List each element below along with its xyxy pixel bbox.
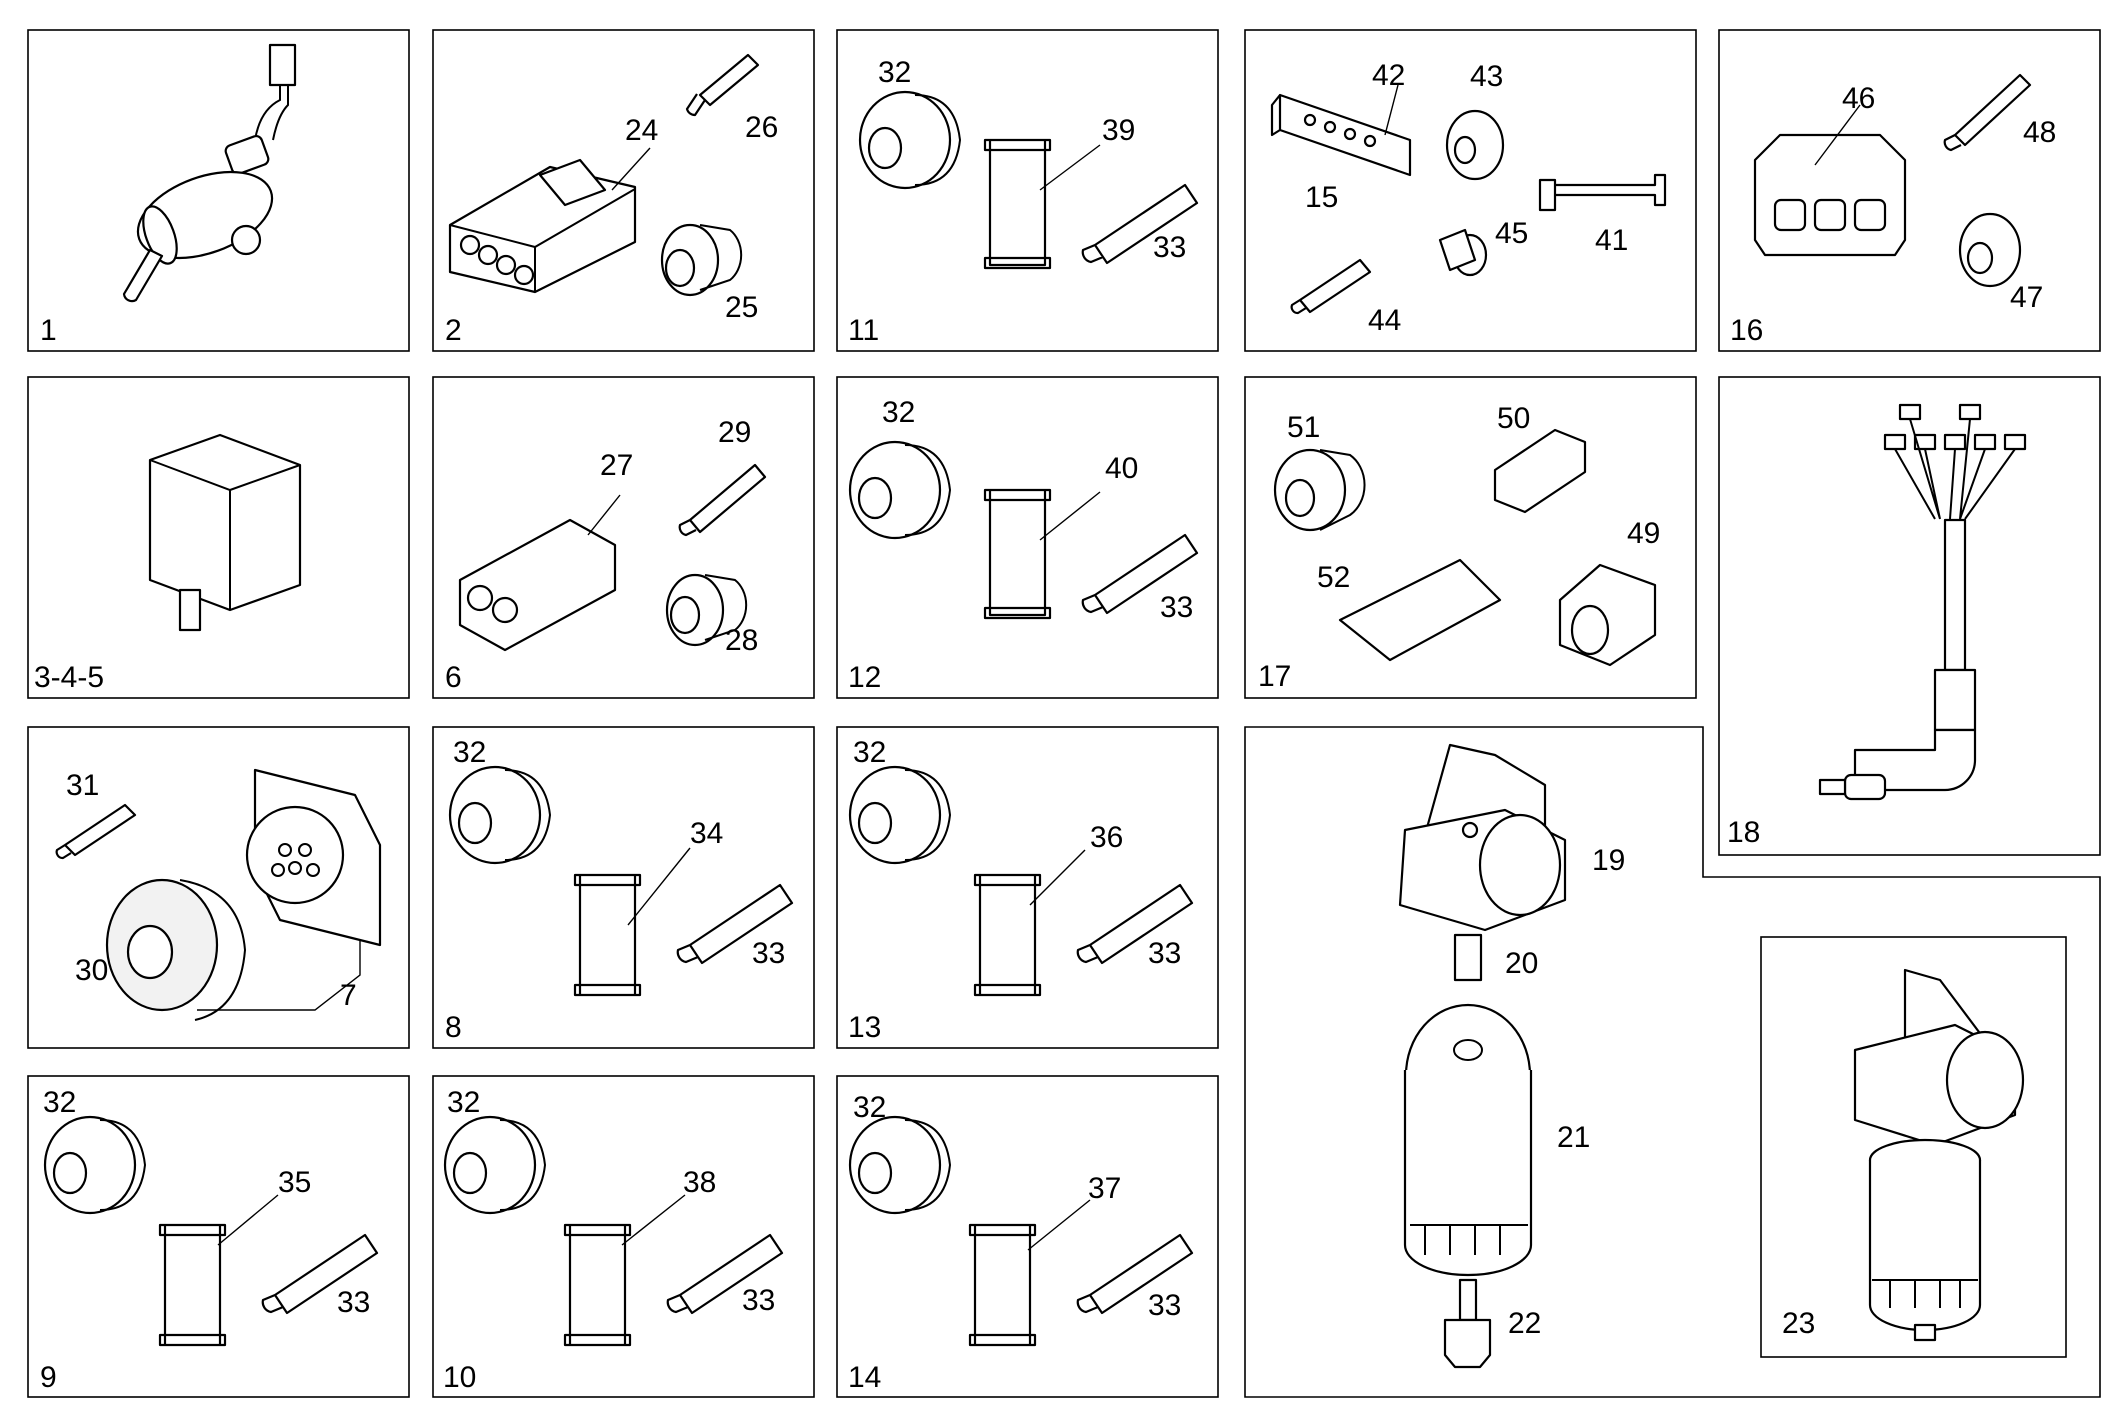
callout-label: 33 [1148,937,1181,970]
callout-label: 51 [1287,411,1320,444]
callout-label: 35 [278,1166,311,1199]
callout-label: 33 [1160,591,1193,624]
callout-label: 22 [1508,1307,1541,1340]
panel-19-fuel-filter [1398,743,1567,1369]
callout-label: 50 [1497,402,1530,435]
callout-label: 49 [1627,517,1660,550]
callout-label: 31 [66,769,99,802]
panel-2-connector [448,53,760,297]
panel-9-set [43,1115,379,1347]
panel-number: 11 [848,314,879,347]
panel-number: 13 [848,1011,881,1044]
panel-13-set [848,765,1194,997]
callout-label: 32 [878,56,911,89]
panel-12-set [848,440,1199,620]
panel-number: 7 [340,979,357,1012]
callout-label: 27 [600,449,633,482]
callout-label: 48 [2023,116,2056,149]
callout-label: 33 [1148,1289,1181,1322]
callout-label: 45 [1495,217,1528,250]
callout-label: 33 [742,1284,775,1317]
panel-number: 2 [445,314,462,347]
callout-label: 19 [1592,844,1625,877]
callout-label: 32 [447,1086,480,1119]
panel-14-set [848,1115,1194,1347]
panel-16-parts [1753,73,2032,288]
panel-18-harness [1818,403,2027,801]
callout-label: 25 [725,291,758,324]
callout-label: 41 [1595,224,1628,257]
panel-number: 10 [443,1361,476,1394]
callout-label: 28 [725,624,758,657]
panel-11-set [858,90,1199,270]
panel-number: 17 [1258,660,1291,693]
panel-number: 14 [848,1361,881,1394]
panel-3-4-5-relay [148,433,302,632]
panel-number: 1 [40,314,57,347]
callout-label: 43 [1470,60,1503,93]
callout-label: 20 [1505,947,1538,980]
callout-label: 34 [690,817,723,850]
callout-label: 29 [718,416,751,449]
callout-label: 47 [2010,281,2043,314]
callout-label: 21 [1557,1121,1590,1154]
callout-label: 52 [1317,561,1350,594]
callout-label: 46 [1842,82,1875,115]
callout-label: 33 [752,937,785,970]
panel-10-set [443,1115,784,1347]
labels: 1 2 24 26 25 11 32 39 33 42 43 15 41 45 … [34,56,2056,1394]
panel-1-actuator [122,43,297,303]
callout-label: 37 [1088,1172,1121,1205]
callout-label: 26 [745,111,778,144]
callout-label: 32 [853,1091,886,1124]
callout-label: 38 [683,1166,716,1199]
panel-number: 6 [445,661,462,694]
panel-6-connector [458,463,767,652]
panel-8-set [448,765,794,997]
panel-23-filter-assembly [1853,968,2025,1342]
callout-label: 32 [43,1086,76,1119]
callout-label: 32 [882,396,915,429]
callout-label: 15 [1305,181,1338,214]
panel-number: 3-4-5 [34,661,104,694]
panel-17-parts [1273,428,1657,667]
callout-label: 36 [1090,821,1123,854]
panel-number: 18 [1727,816,1760,849]
callout-label: 33 [337,1286,370,1319]
callout-label: 30 [75,954,108,987]
callout-label: 24 [625,114,658,147]
callout-label: 32 [853,736,886,769]
callout-label: 33 [1153,231,1186,264]
callout-label: 44 [1368,304,1401,337]
panel-number: 8 [445,1011,462,1044]
callout-label: 42 [1372,59,1405,92]
panel-15-parts [1270,84,1667,315]
callout-label: 40 [1105,452,1138,485]
panel-number: 16 [1730,314,1763,347]
panel-7-parts [55,768,382,1021]
panel-number: 9 [40,1361,57,1394]
callout-label: 39 [1102,114,1135,147]
callout-label: 32 [453,736,486,769]
callout-label: 23 [1782,1307,1815,1340]
panel-number: 12 [848,661,881,694]
